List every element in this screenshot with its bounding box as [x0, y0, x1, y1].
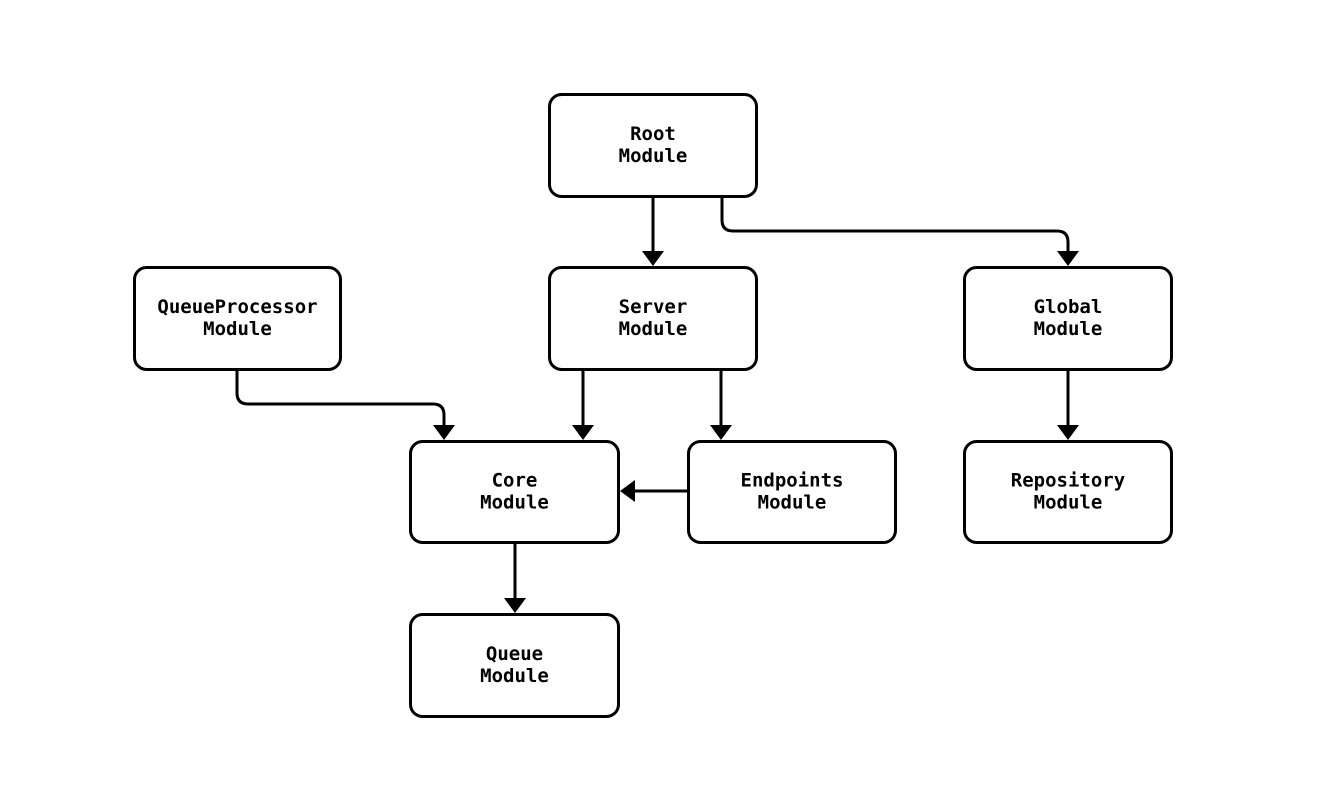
node-label-line1: Queue — [486, 643, 543, 665]
node-box[interactable] — [548, 266, 758, 371]
node-label-line2: Module — [1034, 318, 1103, 340]
edge-queueprocessor-to-core — [235, 371, 455, 440]
node-box[interactable] — [963, 266, 1173, 371]
node-label-line1: Endpoints — [741, 470, 844, 492]
arrowhead-icon — [433, 425, 455, 440]
node-label-line1: Global — [1034, 296, 1103, 318]
node-label-line2: Module — [619, 145, 688, 167]
node-label-line2: Module — [203, 318, 272, 340]
node-box[interactable] — [133, 266, 342, 371]
arrowhead-icon — [504, 598, 526, 613]
node-box[interactable] — [687, 440, 897, 544]
node-label-line2: Module — [480, 665, 549, 687]
edge-server-to-core — [572, 371, 594, 440]
node-label-line1: QueueProcessor — [157, 296, 317, 318]
node-label-line1: Repository — [1011, 470, 1125, 492]
edge-root-to-server — [642, 198, 664, 266]
node-label-line1: Server — [619, 296, 688, 318]
node-box[interactable] — [409, 440, 620, 544]
edge-line — [720, 198, 1070, 253]
arrowhead-icon — [620, 480, 635, 502]
node-label-line2: Module — [480, 492, 549, 514]
edge-line — [235, 371, 446, 427]
node-label-line1: Core — [492, 470, 538, 492]
node-box[interactable] — [409, 613, 620, 718]
arrowhead-icon — [1057, 425, 1079, 440]
arrowhead-icon — [1057, 251, 1079, 266]
node-box[interactable] — [963, 440, 1173, 544]
edge-global-to-repository — [1057, 371, 1079, 440]
node-box[interactable] — [548, 93, 758, 198]
node-label-line2: Module — [758, 492, 827, 514]
nodes-layer: RootModuleQueueProcessorModuleServerModu… — [133, 93, 1173, 718]
arrowhead-icon — [642, 251, 664, 266]
node-label-line1: Root — [630, 123, 676, 145]
edge-root-to-global — [720, 198, 1079, 266]
arrowhead-icon — [572, 425, 594, 440]
node-label-line2: Module — [619, 318, 688, 340]
edge-core-to-queue — [504, 544, 526, 613]
edge-server-to-endpoints — [710, 371, 732, 440]
arrowhead-icon — [710, 425, 732, 440]
edges-layer — [235, 198, 1079, 613]
edge-endpoints-to-core — [620, 480, 687, 502]
node-label-line2: Module — [1034, 492, 1103, 514]
